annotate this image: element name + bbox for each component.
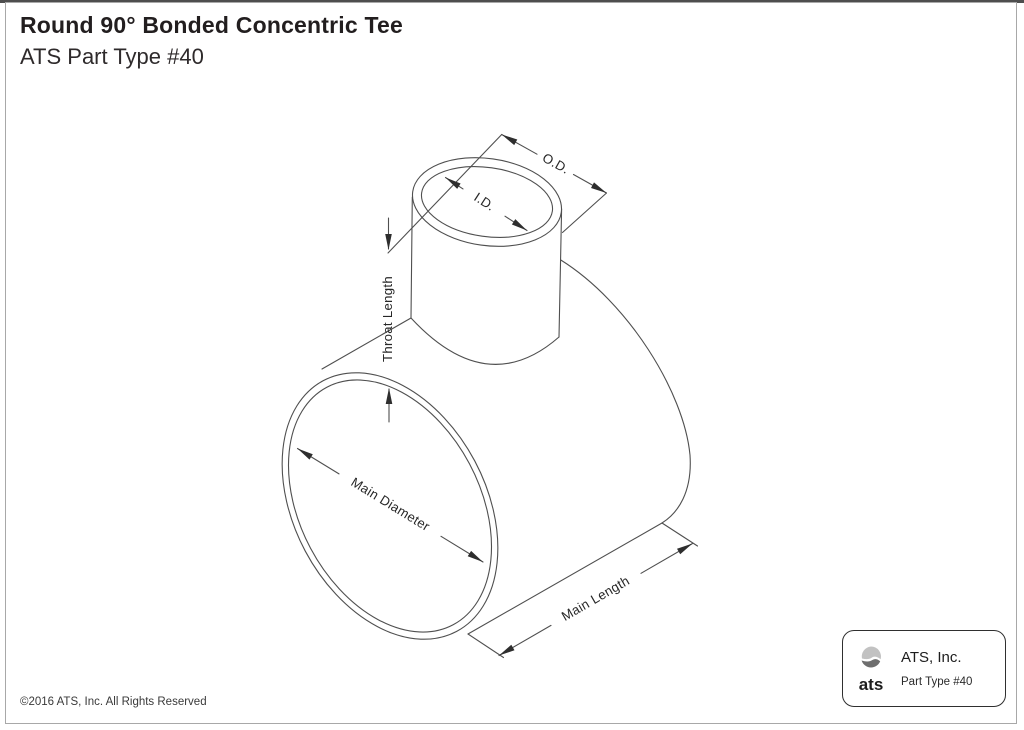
branch-body-joint-curve: [410, 317, 560, 365]
arrowhead: [591, 182, 607, 193]
arrowhead: [499, 644, 515, 656]
main-length-extension-right: [661, 522, 699, 547]
branch-left-side: [410, 196, 413, 319]
od-extension-right: [561, 192, 608, 234]
arrowheads: [297, 134, 693, 656]
arrowhead: [385, 234, 392, 250]
main-end-inner-ellipse: [287, 379, 493, 633]
page-title: Round 90° Bonded Concentric Tee: [20, 12, 404, 38]
logo-wordmark: ats: [858, 674, 884, 694]
arrowhead: [385, 388, 393, 404]
od-dimension: [387, 133, 608, 254]
branch-right-side: [558, 208, 563, 338]
main-end-outer-ellipse: [281, 372, 499, 640]
od-extension-left: [387, 133, 503, 254]
arrowhead: [297, 448, 313, 460]
part-type-label: Part Type #40: [901, 676, 973, 688]
arrowhead: [511, 219, 527, 231]
main-length-dimension: [467, 522, 699, 659]
page-subtitle: ATS Part Type #40: [20, 44, 204, 69]
throat-length-label: Throat Length: [380, 276, 395, 362]
logo-box: ats ATS, Inc. Part Type #40: [842, 630, 1006, 707]
copyright-text: ©2016 ATS, Inc. All Rights Reserved: [20, 696, 207, 708]
branch-pipe: [410, 157, 563, 365]
main-bottom-silhouette: [467, 522, 663, 635]
id-label: I.D.: [471, 189, 497, 213]
arrowhead: [467, 550, 483, 562]
main-top-silhouette: [321, 317, 412, 370]
od-label: O.D.: [540, 150, 572, 177]
branch-inner-ellipse: [420, 166, 554, 238]
main-body: [281, 259, 691, 640]
ats-logo-icon: [859, 645, 883, 674]
main-far-end-arc: [560, 259, 691, 524]
arrowhead: [677, 543, 693, 555]
page-top-edge: [0, 0, 1024, 3]
main-length-label: Main Length: [559, 573, 632, 624]
main-diameter-label: Main Diameter: [348, 474, 433, 534]
company-name: ATS, Inc.: [901, 649, 962, 666]
main-length-extension-left: [467, 633, 505, 659]
arrowhead: [445, 177, 461, 189]
arrowhead: [501, 134, 518, 146]
